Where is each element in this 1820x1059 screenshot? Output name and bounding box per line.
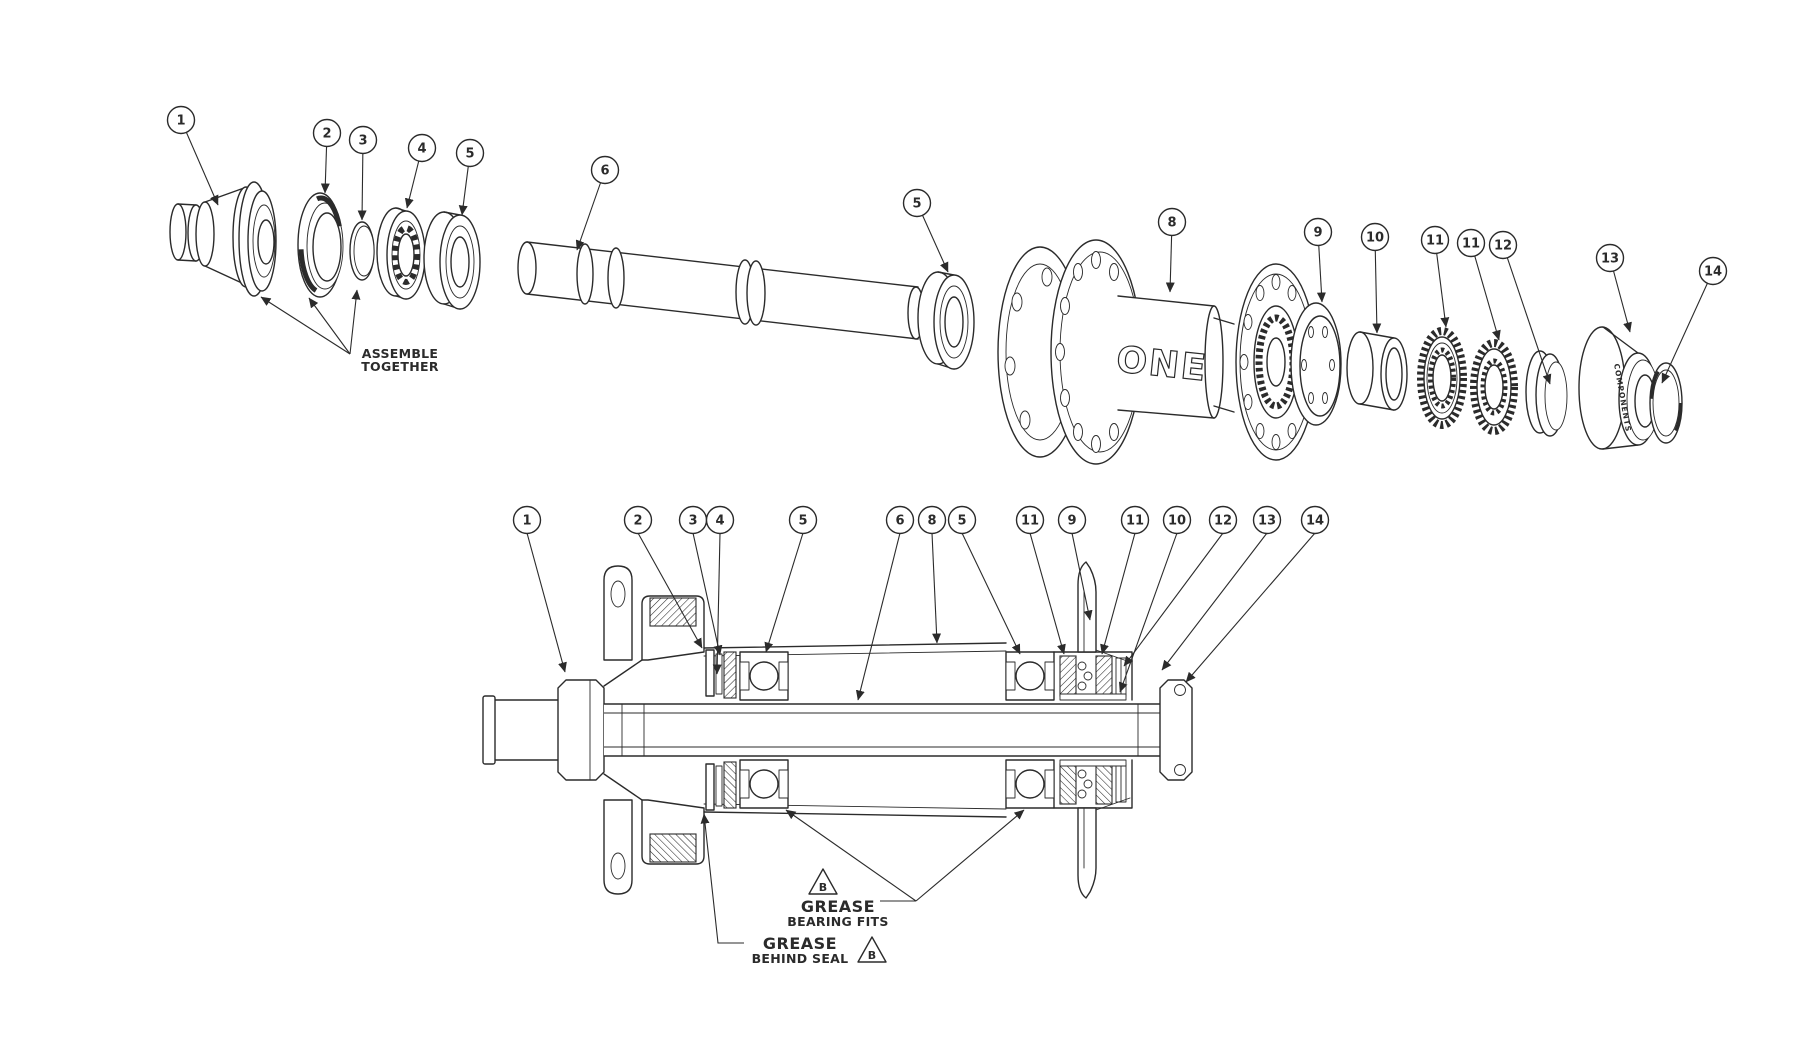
callout: 10 bbox=[1162, 505, 1192, 535]
section-shell-upper bbox=[603, 561, 1187, 701]
callout: 14 bbox=[1300, 505, 1330, 535]
assemble-note: ASSEMBLE TOGETHER bbox=[260, 289, 439, 374]
caution-triangle bbox=[808, 868, 838, 895]
assemble-note-line2: TOGETHER bbox=[361, 359, 439, 374]
part-lock-ring bbox=[376, 207, 426, 300]
callout: 13 bbox=[1595, 243, 1625, 273]
part-bearing-right bbox=[917, 271, 975, 370]
callout: 12 bbox=[1488, 230, 1518, 260]
svg-text:5: 5 bbox=[912, 197, 921, 212]
svg-text:12: 12 bbox=[1214, 514, 1232, 529]
svg-text:3: 3 bbox=[358, 134, 367, 149]
svg-text:6: 6 bbox=[895, 514, 904, 529]
svg-text:11: 11 bbox=[1426, 234, 1444, 249]
callout: 8 bbox=[917, 505, 947, 535]
exploded-view: ONE bbox=[166, 105, 1728, 465]
svg-text:9: 9 bbox=[1313, 226, 1322, 241]
part-spring bbox=[1525, 350, 1568, 437]
callout: 1 bbox=[166, 105, 196, 135]
section-leaders bbox=[526, 532, 1316, 701]
part-o-ring bbox=[349, 221, 375, 281]
callout: 6 bbox=[885, 505, 915, 535]
grease-bearing-note: B GREASE BEARING FITS bbox=[785, 809, 1025, 929]
part-end-seal bbox=[1649, 362, 1683, 444]
callout: 5 bbox=[788, 505, 818, 535]
assemble-note-line1: ASSEMBLE bbox=[362, 346, 439, 361]
callout: 9 bbox=[1057, 505, 1087, 535]
svg-text:9: 9 bbox=[1067, 514, 1076, 529]
part-seal-ring bbox=[297, 192, 344, 298]
svg-text:13: 13 bbox=[1601, 252, 1619, 267]
callout: 2 bbox=[312, 118, 342, 148]
callout: 5 bbox=[902, 188, 932, 218]
part-bearing-left bbox=[423, 211, 481, 310]
callout: 11 bbox=[1420, 225, 1450, 255]
grease-label-2: GREASE bbox=[763, 934, 837, 953]
svg-text:11: 11 bbox=[1462, 237, 1480, 252]
svg-text:8: 8 bbox=[927, 514, 936, 529]
svg-text:14: 14 bbox=[1306, 514, 1324, 529]
callout: 12 bbox=[1208, 505, 1238, 535]
svg-text:4: 4 bbox=[417, 142, 426, 157]
svg-text:1: 1 bbox=[522, 514, 531, 529]
callout: 3 bbox=[348, 125, 378, 155]
section-callouts: 1 2 3 4 5 6 8 5 11 9 11 10 12 13 14 bbox=[512, 505, 1330, 535]
svg-text:13: 13 bbox=[1258, 514, 1276, 529]
svg-text:8: 8 bbox=[1167, 216, 1176, 231]
svg-text:1: 1 bbox=[176, 114, 185, 129]
callout: 5 bbox=[455, 138, 485, 168]
svg-text:3: 3 bbox=[688, 514, 697, 529]
callout: 9 bbox=[1303, 217, 1333, 247]
part-spacer bbox=[1346, 331, 1408, 411]
svg-text:5: 5 bbox=[798, 514, 807, 529]
grease-label: GREASE bbox=[801, 897, 875, 916]
callout: 13 bbox=[1252, 505, 1282, 535]
exploded-callouts: 1 2 3 4 5 6 5 8 9 10 11 11 12 13 14 bbox=[166, 105, 1728, 286]
svg-text:B: B bbox=[868, 949, 876, 962]
callout: 5 bbox=[947, 505, 977, 535]
callout: 11 bbox=[1456, 228, 1486, 258]
callout: 3 bbox=[678, 505, 708, 535]
svg-text:11: 11 bbox=[1021, 514, 1039, 529]
svg-text:11: 11 bbox=[1126, 514, 1144, 529]
bearing-fits-label: BEARING FITS bbox=[787, 914, 888, 929]
part-drive-end-cap: COMPONENTS bbox=[1578, 326, 1660, 450]
grease-seal-note: GREASE BEHIND SEAL B bbox=[700, 813, 887, 966]
callout: 10 bbox=[1360, 222, 1390, 252]
svg-text:5: 5 bbox=[957, 514, 966, 529]
callout: 2 bbox=[623, 505, 653, 535]
caution-triangle bbox=[857, 936, 887, 963]
svg-text:10: 10 bbox=[1168, 514, 1186, 529]
part-axle bbox=[517, 241, 931, 340]
svg-text:2: 2 bbox=[322, 127, 331, 142]
svg-text:5: 5 bbox=[465, 147, 474, 162]
svg-text:14: 14 bbox=[1704, 265, 1722, 280]
callout: 11 bbox=[1015, 505, 1045, 535]
callout: 4 bbox=[705, 505, 735, 535]
section-view: B GREASE BEARING FITS GREASE BEHIND SEAL… bbox=[482, 505, 1330, 966]
callout: 6 bbox=[590, 155, 620, 185]
part-hub-shell: ONE bbox=[997, 239, 1317, 465]
callout: 1 bbox=[512, 505, 542, 535]
callout: 8 bbox=[1157, 207, 1187, 237]
callout: 14 bbox=[1698, 256, 1728, 286]
section-axle bbox=[482, 679, 1193, 781]
svg-text:2: 2 bbox=[633, 514, 642, 529]
svg-text:4: 4 bbox=[715, 514, 724, 529]
svg-text:12: 12 bbox=[1494, 239, 1512, 254]
hub-logo: ONE bbox=[1114, 339, 1209, 389]
part-slotted-seal bbox=[1290, 302, 1342, 426]
part-ratchet-ring-a bbox=[1417, 327, 1467, 429]
behind-seal-label: BEHIND SEAL bbox=[752, 951, 849, 966]
part-ratchet-ring-b bbox=[1470, 339, 1518, 435]
svg-text:6: 6 bbox=[600, 164, 609, 179]
callout: 4 bbox=[407, 133, 437, 163]
svg-text:B: B bbox=[819, 881, 827, 894]
callout: 11 bbox=[1120, 505, 1150, 535]
part-end-cap bbox=[169, 181, 277, 297]
svg-text:10: 10 bbox=[1366, 231, 1384, 246]
section-shell-lower bbox=[603, 759, 1187, 899]
